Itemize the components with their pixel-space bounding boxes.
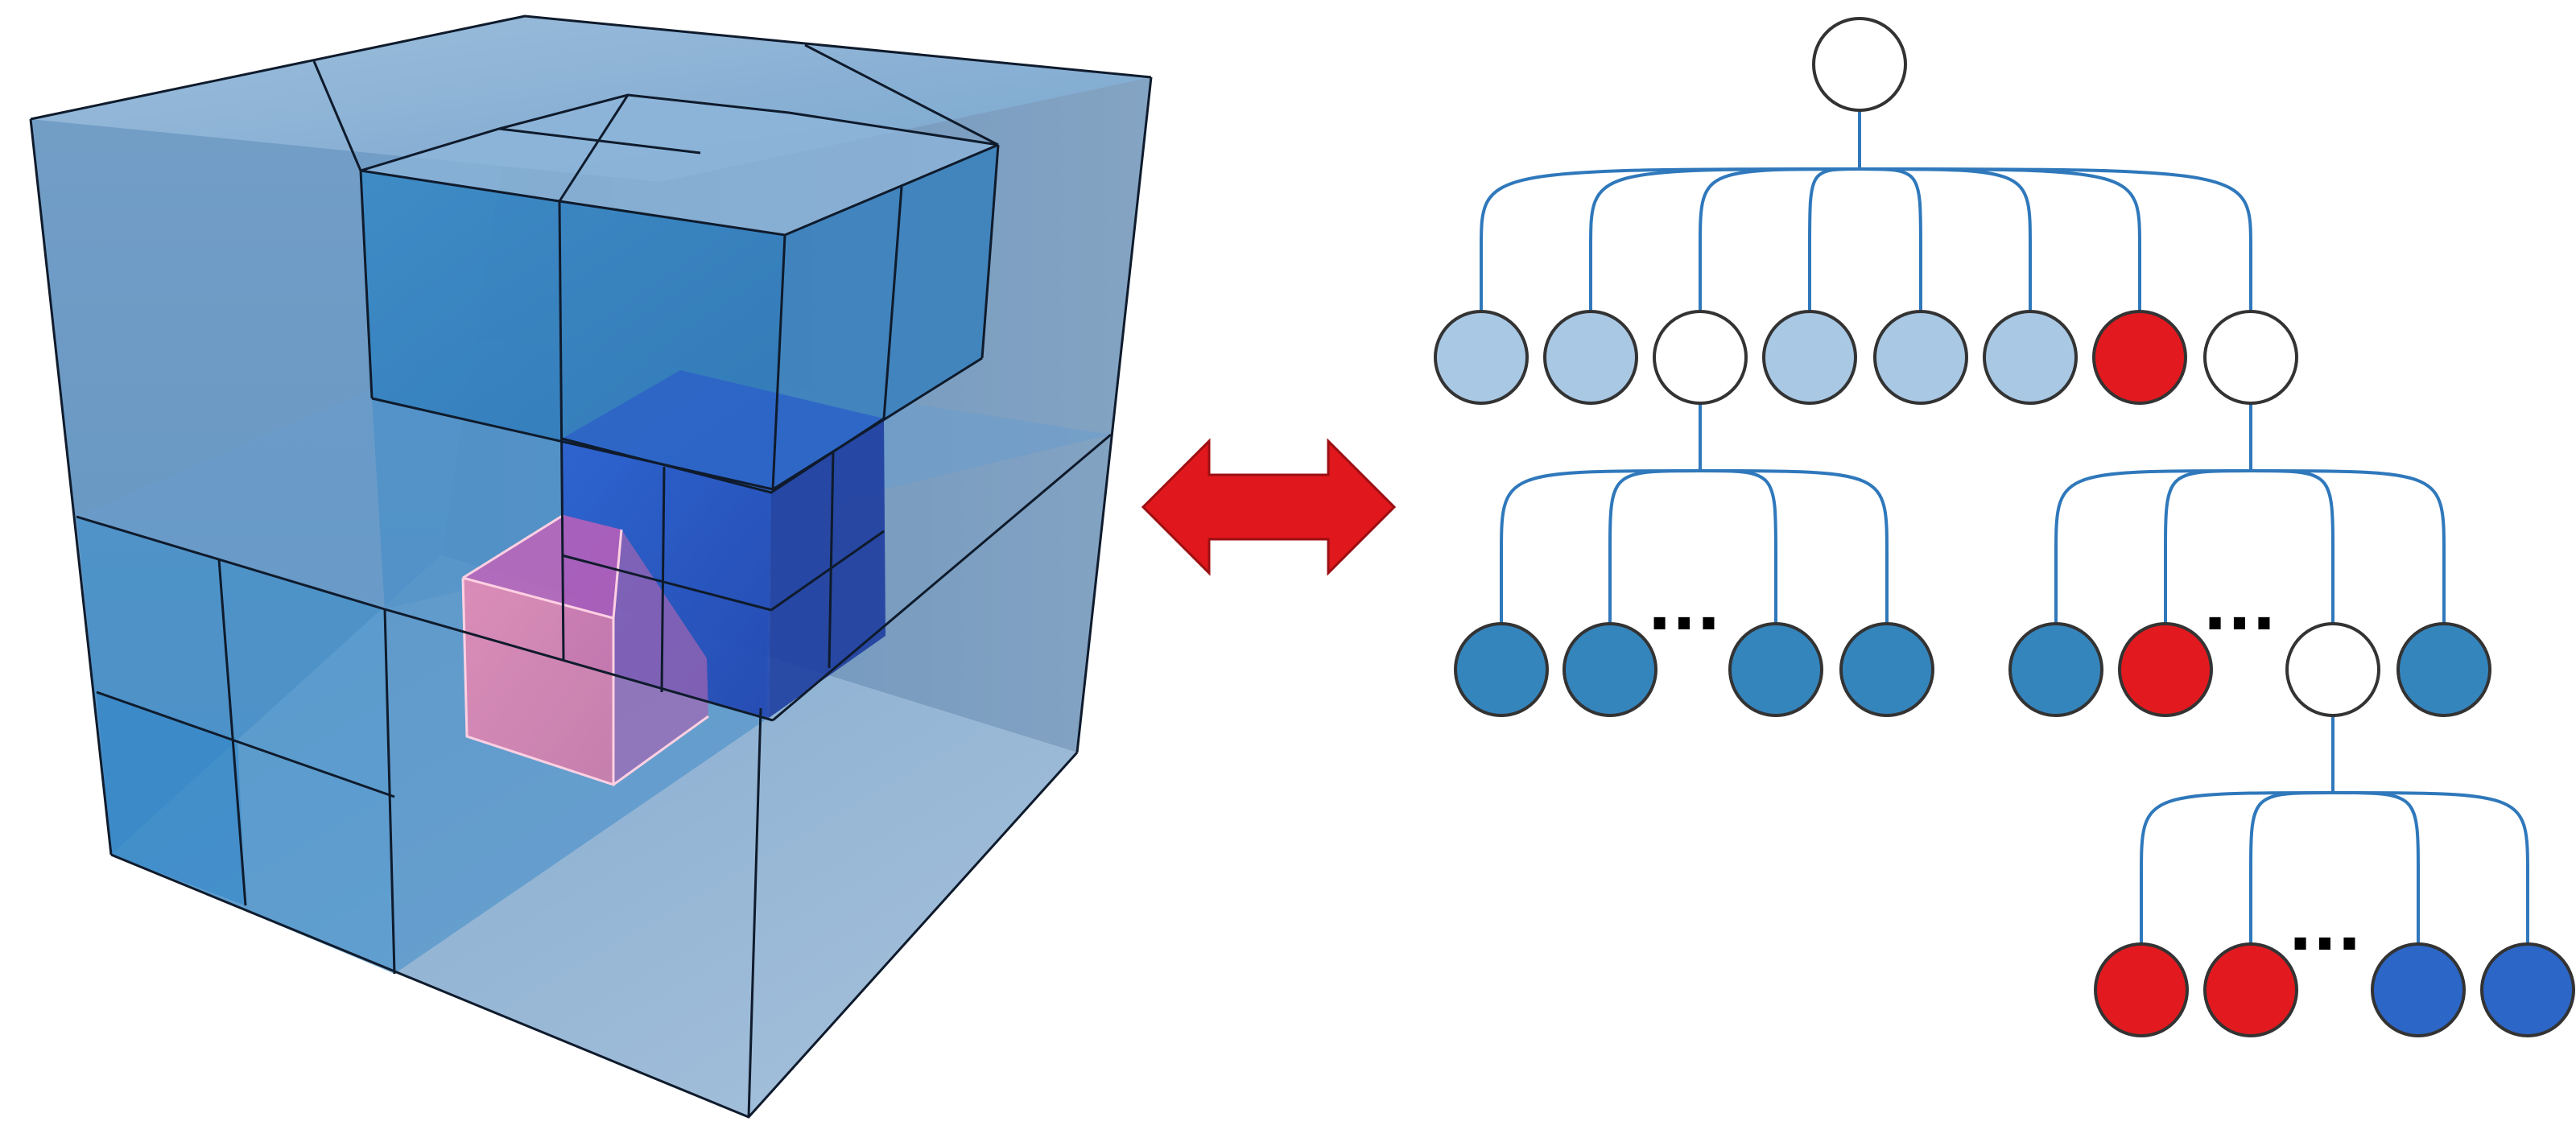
core-octant-top <box>562 370 884 493</box>
tree-edge <box>1699 167 1860 311</box>
query-cube-edge <box>462 513 564 579</box>
groupB-node-mid <box>2396 622 2491 717</box>
core-octant-right <box>769 419 886 718</box>
groupA-node-mid <box>1454 622 1549 717</box>
tree-edge <box>1589 167 1860 311</box>
groupB-node-empty <box>2285 622 2380 717</box>
tree-ellipsis: ... <box>2288 890 2361 965</box>
groupC-node-deep <box>2480 942 2575 1037</box>
tree-connectors <box>1480 110 2529 944</box>
inner-octant-right-upper <box>773 145 998 489</box>
tree-edge <box>1500 469 1701 624</box>
groupA-node-mid <box>1839 622 1934 717</box>
level1-node-light <box>1434 310 1529 405</box>
query-cube-top <box>463 515 621 618</box>
groupA-node-mid <box>1728 622 1823 717</box>
query-cube-edge <box>612 529 623 619</box>
tree-edge <box>1859 167 2141 311</box>
tree-edge <box>2249 791 2334 944</box>
tree-edge <box>2140 791 2334 944</box>
tree-edge <box>1699 469 1889 624</box>
tree-ellipsis: ... <box>2202 570 2276 645</box>
level1-node-light <box>1762 310 1857 405</box>
tree-edge <box>1859 167 1922 311</box>
level1-node-empty <box>2203 310 2298 405</box>
tree-edge <box>1859 167 2032 311</box>
groupC-node-occupied <box>2094 942 2189 1037</box>
groupB-node-occupied <box>2118 622 2213 717</box>
tree-edge <box>2054 469 2252 624</box>
query-cube-front <box>463 578 613 785</box>
groupB-node-mid <box>2008 622 2103 717</box>
level1-node-light <box>1543 310 1638 405</box>
inner-octant-top <box>361 95 998 235</box>
tree-edge <box>1808 167 1860 311</box>
level1-node-light <box>1983 310 2078 405</box>
cube-edges <box>29 14 1153 1119</box>
level1-node-empty <box>1653 310 1748 405</box>
level1-node-light <box>1873 310 1968 405</box>
cube-top-face <box>31 16 1151 182</box>
tree-root-node <box>1812 17 1907 112</box>
groupA-node-mid <box>1563 622 1657 717</box>
query-cube-edge <box>613 715 709 786</box>
groupC-node-occupied <box>2203 942 2298 1037</box>
groupC-node-deep <box>2371 942 2466 1037</box>
octree-cube <box>29 14 1153 1119</box>
tree-edge <box>1859 167 2252 311</box>
tree-edge <box>2332 791 2529 944</box>
lower-left-inner-octant <box>97 692 246 905</box>
tree-nodes: ......... <box>1434 17 2575 1037</box>
level1-node-occupied <box>2092 310 2187 405</box>
tree-ellipsis: ... <box>1647 570 1720 645</box>
tree-edge <box>1608 469 1701 624</box>
tree-edge <box>2164 469 2252 624</box>
bidirectional-arrow-icon <box>1141 438 1397 576</box>
tree-edge <box>2250 469 2446 624</box>
tree-edge <box>1480 167 1860 311</box>
